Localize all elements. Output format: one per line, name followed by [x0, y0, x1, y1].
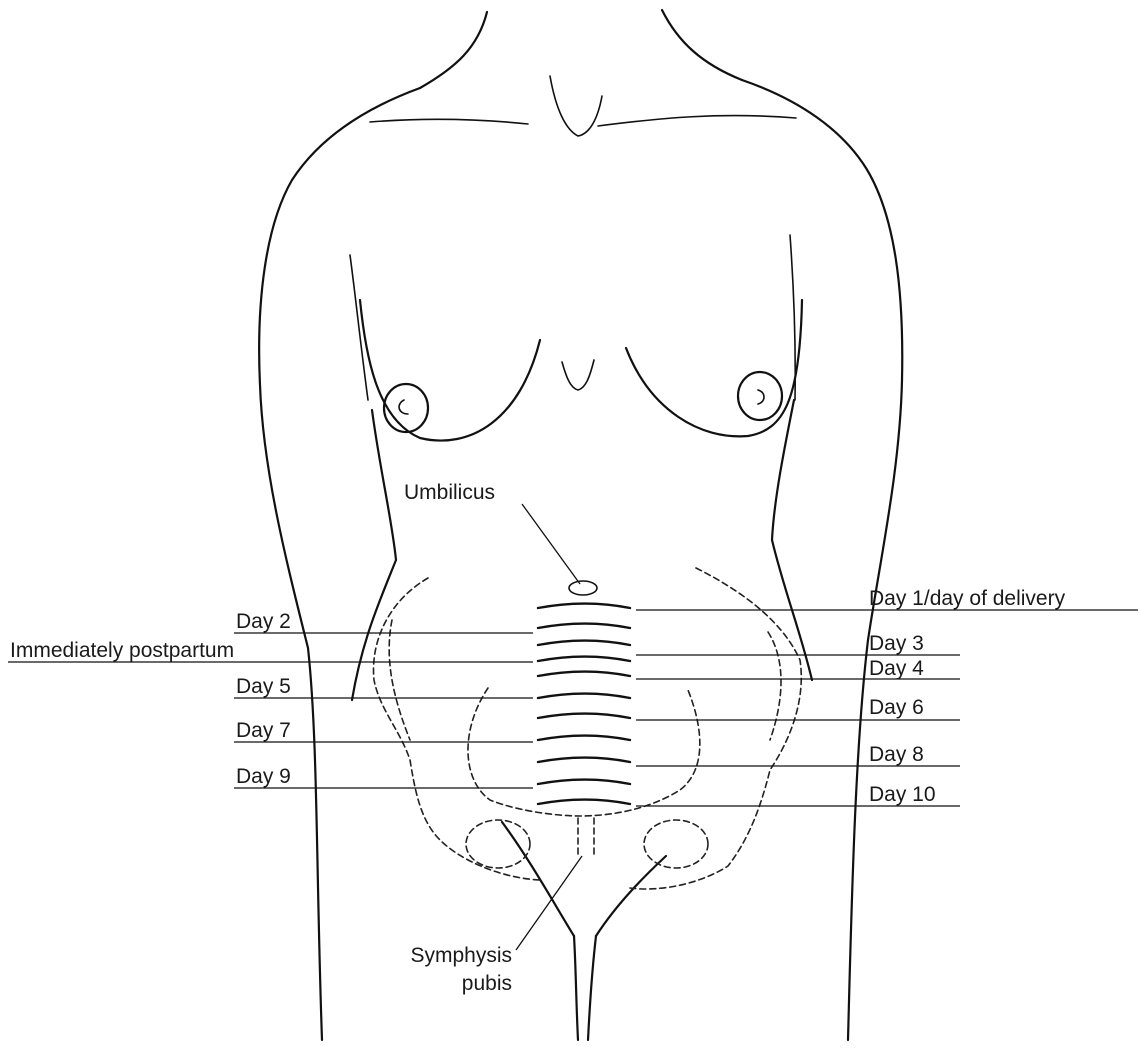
left-nipple	[399, 400, 408, 414]
right-iliac-crest	[630, 568, 801, 889]
label-day8: Day 8	[869, 743, 924, 766]
left-iliac-crest	[373, 578, 540, 880]
left-areola	[384, 384, 428, 432]
umbilicus-mark	[569, 581, 597, 595]
symphysis-label-line2: pubis	[462, 972, 512, 995]
fundus-day7	[538, 736, 630, 741]
fundal-height-lines	[538, 604, 630, 805]
fundus-day5	[538, 694, 630, 699]
right-obturator	[644, 820, 708, 868]
umbilicus-label: Umbilicus	[404, 481, 495, 504]
right-breast	[626, 300, 802, 436]
fundus-day6	[538, 714, 630, 719]
fundus-day4	[538, 672, 630, 677]
fundus-day3	[538, 641, 630, 646]
neck-right	[662, 10, 742, 80]
right-clavicle	[598, 116, 796, 126]
cleavage	[562, 360, 594, 390]
label-day3: Day 3	[869, 632, 924, 655]
symphysis-label-line1: Symphysis	[410, 944, 512, 967]
torso-outline	[259, 10, 902, 1040]
left-inner-ilium	[389, 620, 410, 740]
label-day10: Day 10	[869, 783, 936, 806]
right-inner-ilium	[768, 632, 781, 740]
right-areola	[738, 372, 782, 420]
fundus-day2	[538, 624, 630, 629]
leader-symphysis	[516, 856, 582, 950]
right-axilla	[790, 235, 795, 400]
pelvis-outline	[373, 568, 801, 889]
left-shoulder-arm	[259, 88, 420, 1040]
label-day4: Day 4	[869, 657, 924, 680]
thigh-gap	[574, 936, 596, 1040]
right-nipple	[758, 390, 764, 404]
pelvic-brim	[468, 688, 700, 816]
right-groin	[596, 856, 666, 936]
left-clavicle	[370, 119, 528, 124]
right-waist	[772, 400, 812, 680]
pubic-symphysis-joint	[578, 818, 594, 858]
fundus-day8	[538, 758, 630, 763]
sternal-notch	[550, 76, 602, 136]
left-axilla	[350, 255, 368, 400]
neck-left	[420, 12, 487, 88]
label-day6: Day 6	[869, 696, 924, 719]
label-day2: Day 2	[236, 610, 291, 633]
left-obturator	[466, 820, 530, 868]
fundus-day10	[538, 800, 630, 805]
label-day1: Day 1/day of delivery	[869, 587, 1066, 610]
leader-umbilicus	[522, 504, 580, 584]
label-immediately-postpartum: Immediately postpartum	[10, 639, 234, 662]
right-shoulder-arm	[742, 80, 902, 1040]
label-day7: Day 7	[236, 719, 291, 742]
leader-lines	[8, 504, 1138, 950]
fundus-immediately-postpartum	[538, 657, 630, 662]
fundus-day9	[538, 780, 630, 785]
label-day9: Day 9	[236, 765, 291, 788]
label-day5: Day 5	[236, 675, 291, 698]
fundus-day1	[538, 604, 630, 609]
